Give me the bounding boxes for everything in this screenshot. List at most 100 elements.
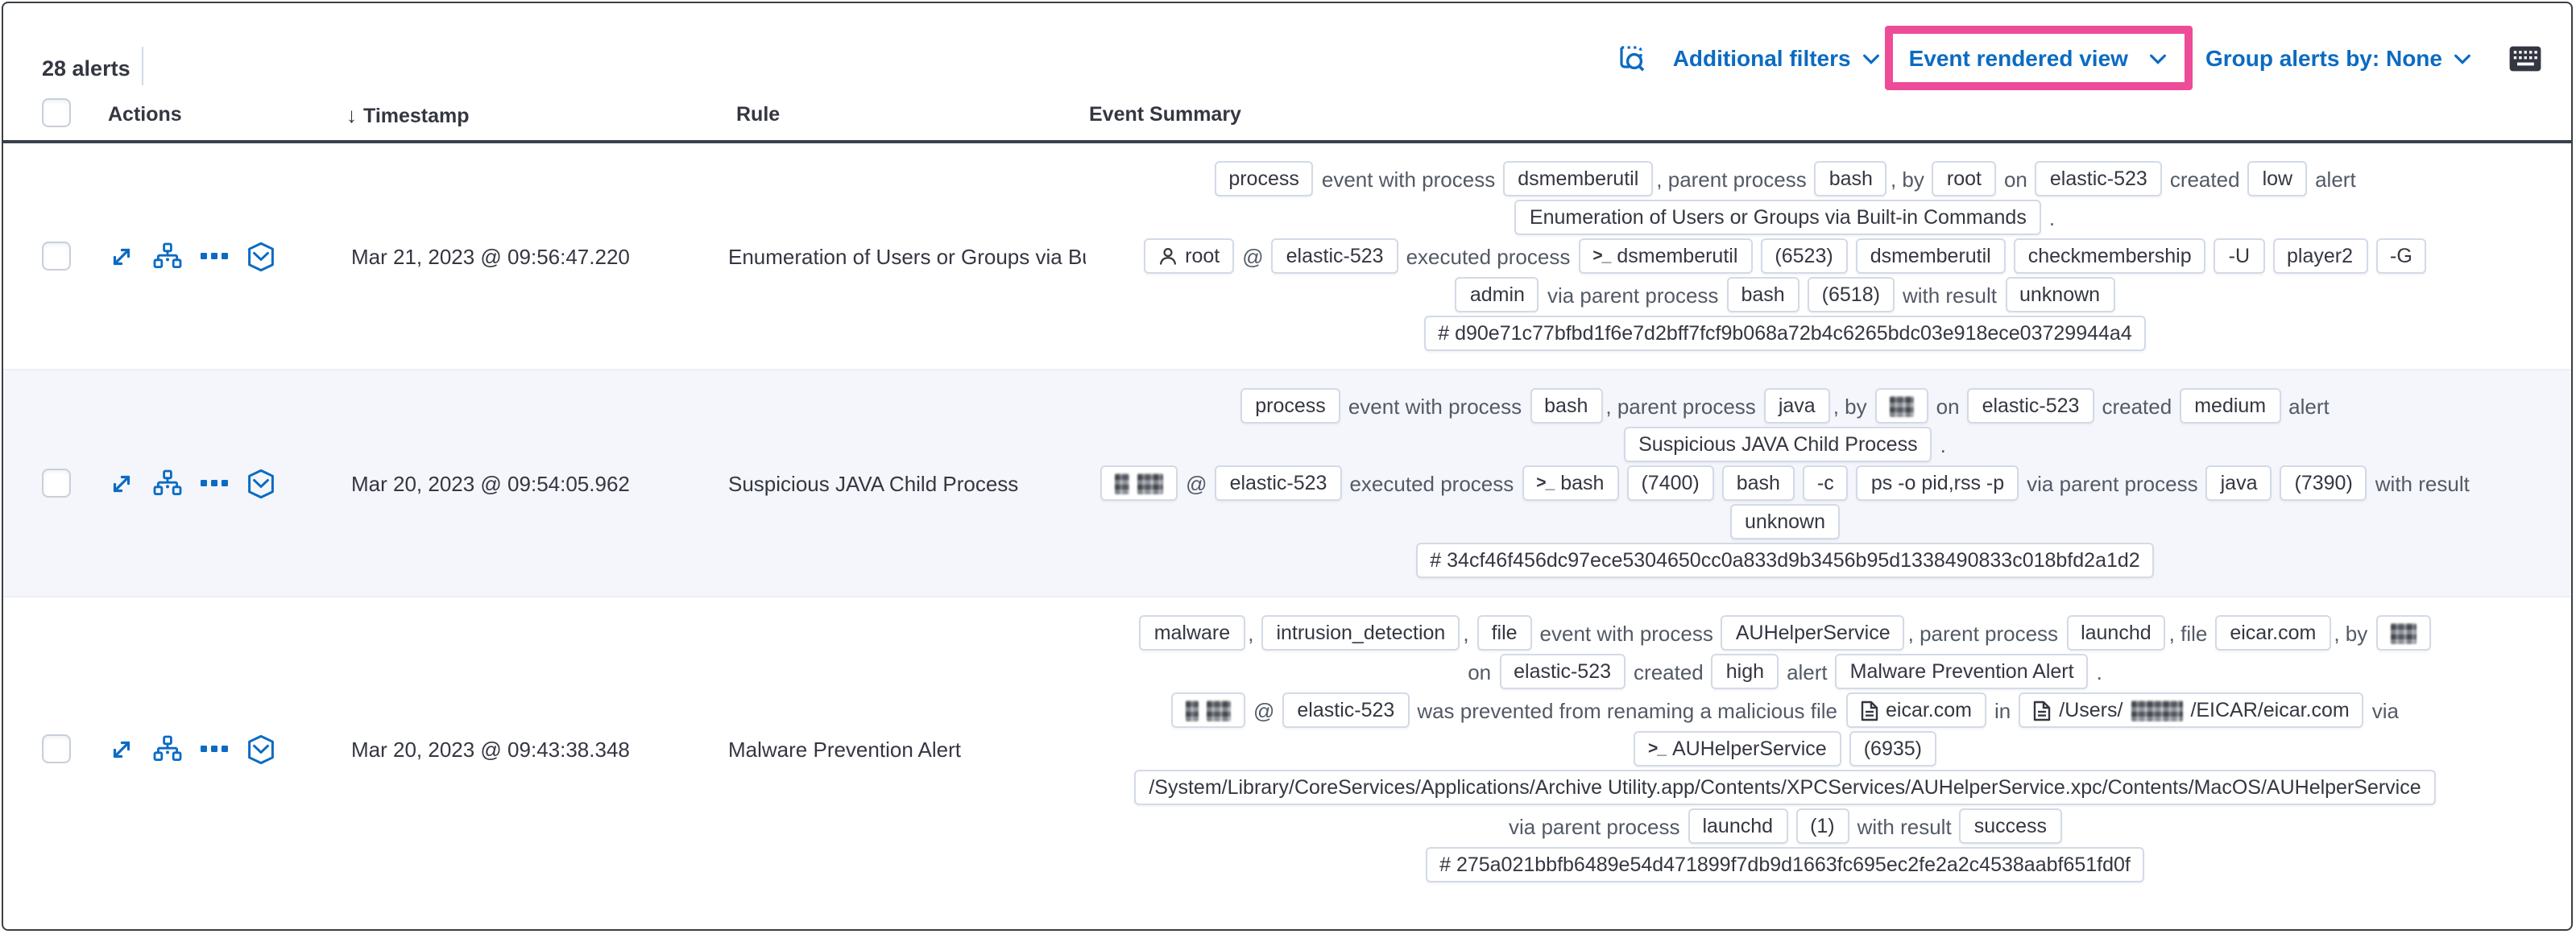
summary-field-badge[interactable]: >_bash: [1522, 465, 1619, 501]
summary-field-badge[interactable]: success: [1959, 808, 2061, 844]
summary-field-badge[interactable]: bash: [1814, 161, 1887, 196]
select-all-checkbox[interactable]: [42, 98, 71, 127]
summary-field-badge[interactable]: elastic-523: [1271, 238, 1398, 274]
analyze-event-icon[interactable]: [153, 734, 182, 763]
column-header-timestamp[interactable]: ↓ Timestamp: [346, 103, 470, 127]
summary-field-badge[interactable]: # 275a021bbfb6489e54d471899f7db9d1663fc6…: [1425, 847, 2145, 882]
redacted-value: [1115, 473, 1130, 494]
expand-alert-icon[interactable]: [108, 735, 135, 762]
keyboard-shortcuts-icon[interactable]: [2508, 44, 2542, 72]
summary-field-badge[interactable]: [1100, 465, 1178, 501]
summary-text: with result: [1902, 283, 1997, 307]
summary-field-badge[interactable]: (7390): [2280, 465, 2367, 501]
expand-alert-icon[interactable]: [108, 469, 135, 497]
summary-field-badge[interactable]: ps -o pid,rss -p: [1856, 465, 2019, 501]
summary-field-badge[interactable]: (6935): [1849, 731, 1936, 767]
summary-text: .: [1940, 432, 1946, 457]
summary-field-badge[interactable]: (6518): [1807, 277, 1895, 312]
summary-text: executed process: [1406, 244, 1571, 268]
summary-field-badge[interactable]: eicar.com: [1845, 692, 1986, 728]
session-view-icon[interactable]: [246, 468, 275, 498]
summary-field-badge[interactable]: -U: [2214, 238, 2265, 274]
group-alerts-button[interactable]: Group alerts by: None: [2205, 45, 2473, 71]
summary-field-badge[interactable]: root: [1932, 161, 1996, 196]
summary-field-badge[interactable]: launchd: [1688, 808, 1788, 844]
summary-field-badge[interactable]: unknown: [2005, 277, 2115, 312]
more-actions-icon[interactable]: [200, 744, 229, 754]
summary-text: was prevented from renaming a malicious …: [1417, 698, 1837, 722]
summary-field-badge[interactable]: process: [1240, 388, 1340, 424]
summary-field-badge[interactable]: (1): [1795, 808, 1849, 844]
summary-field-badge[interactable]: # 34cf46f456dc97ece5304650cc0a833d9b3456…: [1415, 543, 2155, 578]
inspect-icon[interactable]: [1615, 40, 1650, 76]
summary-field-badge[interactable]: Suspicious JAVA Child Process: [1624, 427, 1932, 462]
summary-field-badge[interactable]: root: [1143, 238, 1235, 274]
summary-field-badge[interactable]: dsmemberutil: [1855, 238, 2006, 274]
summary-field-badge[interactable]: elastic-523: [1215, 465, 1342, 501]
summary-field-badge[interactable]: /System/Library/CoreServices/Application…: [1134, 770, 2436, 805]
summary-field-badge[interactable]: -c: [1802, 465, 1849, 501]
summary-field-badge[interactable]: [2375, 615, 2431, 651]
view-selector-label: Event rendered view: [1908, 45, 2128, 71]
row-checkbox[interactable]: [42, 242, 71, 271]
summary-field-badge[interactable]: intrusion_detection: [1261, 615, 1460, 651]
row-checkbox[interactable]: [42, 469, 71, 498]
summary-field-badge[interactable]: >_AUHelperService: [1634, 731, 1841, 767]
session-view-icon[interactable]: [246, 734, 275, 764]
document-icon: [1860, 700, 1878, 721]
summary-field-badge[interactable]: >_dsmemberutil: [1578, 238, 1753, 274]
summary-field-badge[interactable]: Enumeration of Users or Groups via Built…: [1514, 200, 2041, 235]
session-view-icon[interactable]: [246, 241, 275, 271]
summary-field-badge[interactable]: high: [1711, 654, 1779, 689]
summary-field-badge[interactable]: file: [1476, 615, 1532, 651]
summary-text: , parent process: [1656, 167, 1807, 191]
summary-field-badge[interactable]: (7400): [1626, 465, 1714, 501]
summary-field-badge[interactable]: [1171, 692, 1245, 728]
more-actions-icon[interactable]: [200, 251, 229, 261]
summary-field-badge[interactable]: java: [2205, 465, 2272, 501]
summary-field-badge[interactable]: -G: [2375, 238, 2427, 274]
summary-field-badge[interactable]: unknown: [1729, 504, 1841, 539]
redacted-value: [1186, 700, 1199, 721]
summary-field-badge[interactable]: Malware Prevention Alert: [1835, 654, 2089, 689]
summary-field-badge[interactable]: dsmemberutil: [1503, 161, 1654, 196]
summary-field-badge[interactable]: malware: [1139, 615, 1245, 651]
summary-field-badge[interactable]: low: [2247, 161, 2308, 196]
summary-field-badge[interactable]: player2: [2272, 238, 2368, 274]
summary-field-badge[interactable]: AUHelperService: [1721, 615, 1905, 651]
summary-field-badge[interactable]: medium: [2180, 388, 2281, 424]
column-header-event-summary[interactable]: Event Summary: [1089, 103, 1241, 126]
summary-field-badge[interactable]: /Users//EICAR/eicar.com: [2019, 692, 2364, 728]
row-checkbox[interactable]: [42, 734, 71, 763]
expand-alert-icon[interactable]: [108, 242, 135, 270]
summary-field-badge[interactable]: java: [1763, 388, 1830, 424]
summary-field-badge[interactable]: checkmembership: [2013, 238, 2206, 274]
event-rendered-view-highlight: Event rendered view: [1884, 26, 2193, 90]
summary-field-badge[interactable]: bash: [1721, 465, 1795, 501]
view-selector-button[interactable]: Event rendered view: [1909, 45, 2168, 71]
summary-field-badge[interactable]: elastic-523: [1282, 692, 1410, 728]
column-header-rule[interactable]: Rule: [736, 103, 781, 126]
summary-field-badge[interactable]: (6523): [1760, 238, 1848, 274]
summary-field-badge[interactable]: eicar.com: [2215, 615, 2331, 651]
summary-field-badge[interactable]: bash: [1530, 388, 1603, 424]
summary-field-badge[interactable]: # d90e71c77bfbd1f6e7d2bff7fcf9b068a72b4c…: [1423, 316, 2147, 351]
redacted-value: [1207, 700, 1231, 721]
chevron-down-icon: [2150, 53, 2166, 64]
additional-filters-button[interactable]: Additional filters: [1673, 45, 1882, 71]
summary-field-badge[interactable]: launchd: [2066, 615, 2166, 651]
analyze-event-icon[interactable]: [153, 469, 182, 498]
summary-field-badge[interactable]: elastic-523: [1499, 654, 1626, 689]
summary-field-badge[interactable]: bash: [1726, 277, 1799, 312]
analyze-event-icon[interactable]: [153, 242, 182, 271]
summary-field-badge[interactable]: elastic-523: [2035, 161, 2162, 196]
summary-field-badge[interactable]: process: [1214, 161, 1314, 196]
more-actions-icon[interactable]: [200, 478, 229, 488]
summary-text: @: [1186, 471, 1207, 495]
summary-field-badge[interactable]: [1874, 388, 1928, 424]
summary-field-badge[interactable]: admin: [1455, 277, 1539, 312]
summary-field-badge[interactable]: elastic-523: [1967, 388, 2094, 424]
